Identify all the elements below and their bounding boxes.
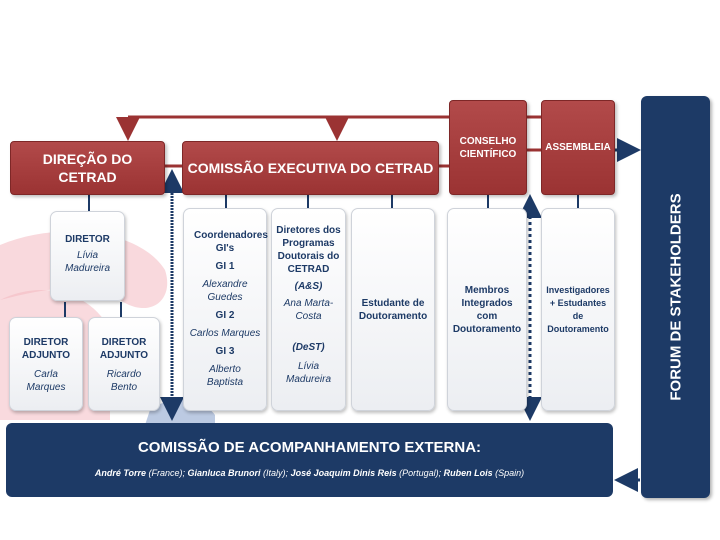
adjunto2-title: DIRETOR ADJUNTO [99,337,149,361]
adjunto1-name: Carla Marques [26,369,66,393]
member-name: Gianluca Brunori [187,468,261,478]
gi2-name: Carlos Marques [189,328,261,339]
adjunto1-title: DIRETOR ADJUNTO [21,337,71,361]
gi3-label: GI 3 [215,346,235,357]
conselho-box: CONSELHO CIENTÍFICO [449,100,527,195]
gi2-label: GI 2 [215,310,235,321]
direcao-label: DIREÇÃO DO CETRAD [42,151,133,185]
adjunto2-name: Ricardo Bento [106,369,142,393]
comissao-externa-title: COMISSÃO DE ACOMPANHAMENTO EXTERNA: [137,439,482,456]
member-country: (Italy); [260,468,291,478]
conselho-label: CONSELHO CIENTÍFICO [459,135,517,160]
estudante-label: Estudante de Doutoramento [358,297,428,322]
gi3-name: Alberto Baptista [206,364,244,388]
diretor-adjunto-card-2: DIRETOR ADJUNTO Ricardo Bento [88,317,160,411]
membros-label: Membros Integrados com Doutoramento [452,284,522,335]
member-country: (Portugal); [396,468,444,478]
gi1-name: Alexandre Guedes [202,279,248,303]
diretor-adjunto-card-1: DIRETOR ADJUNTO Carla Marques [9,317,83,411]
diretor-name: Lívia Madureira [64,250,111,274]
prog1-label: (A&S) [294,281,323,292]
member-name: Ruben Lois [443,468,493,478]
investigadores-label: Investigadores + Estudantes de Doutorame… [546,284,610,334]
comissao-executiva-box: COMISSÃO EXECUTIVA DO CETRAD [182,141,439,195]
direcao-box: DIREÇÃO DO CETRAD [10,141,165,195]
comissao-executiva-label: COMISSÃO EXECUTIVA DO CETRAD [187,160,434,176]
member-name: José Joaquim Dinis Reis [290,468,397,478]
membros-card: Membros Integrados com Doutoramento [447,208,527,411]
prog2-label: (DeST) [292,342,325,353]
member-name: André Torre [94,468,147,478]
comissao-externa-members: André Torre (France); Gianluca Brunori (… [6,468,613,478]
forum-label: FORUM DE STAKEHOLDERS [667,193,684,401]
assembleia-box: ASSEMBLEIA [541,100,615,195]
comissao-externa-panel: COMISSÃO DE ACOMPANHAMENTO EXTERNA: Andr… [6,423,613,497]
diretores-programas-card: Diretores dos Programas Doutorais do CET… [271,208,346,411]
prog1-name: Ana Marta-Costa [283,298,334,322]
member-country: (Spain) [492,468,525,478]
estudante-card: Estudante de Doutoramento [351,208,435,411]
coordenadores-title: Coordenadores GI's [194,230,268,254]
investigadores-card: Investigadores + Estudantes de Doutorame… [541,208,615,411]
diretor-card: DIRETOR Lívia Madureira [50,211,125,301]
gi1-label: GI 1 [215,261,235,272]
coordenadores-card: Coordenadores GI's GI 1 Alexandre Guedes… [183,208,268,411]
diretor-title: DIRETOR [65,234,110,245]
assembleia-label: ASSEMBLEIA [545,142,611,153]
member-country: (France); [146,468,188,478]
forum-stakeholders-panel: FORUM DE STAKEHOLDERS [641,96,710,498]
diretores-programas-title: Diretores dos Programas Doutorais do CET… [276,225,341,275]
prog2-name: Lívia Madureira [285,361,332,385]
